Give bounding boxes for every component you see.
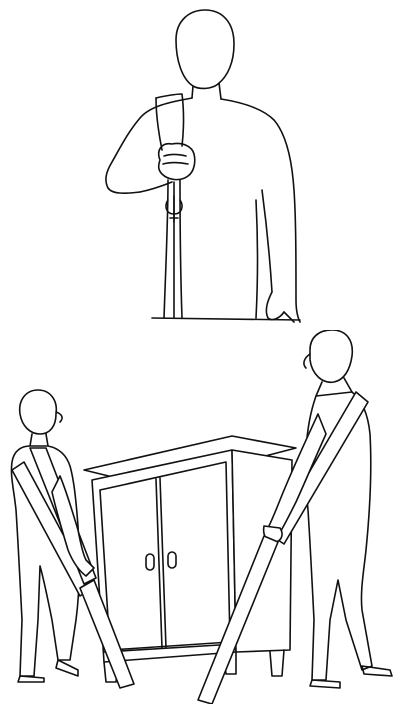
two-person-cabinet-lift-illustration [0, 330, 401, 704]
right-person-head [310, 330, 352, 382]
two-person-lift-panel [0, 330, 401, 704]
person-right-hand [266, 292, 284, 320]
cabinet-handle-right [168, 552, 176, 568]
person-fist [159, 143, 195, 179]
strap-over-shoulder-panel [0, 0, 401, 330]
person-with-strap-illustration [0, 0, 401, 330]
left-person-head [20, 390, 57, 434]
cabinet-handle-left [146, 554, 154, 570]
person-head [176, 10, 234, 88]
